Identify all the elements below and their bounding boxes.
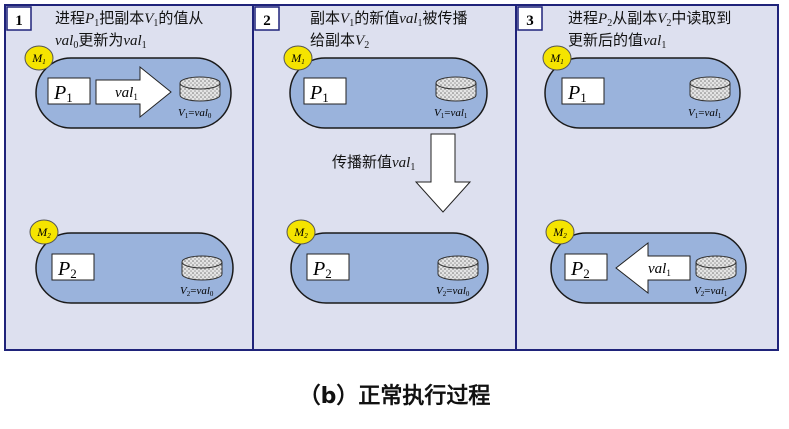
machine-label: M2 (36, 225, 51, 240)
machine-m2: M2 P2 V2=val0 (29, 219, 234, 304)
write-arrow (95, 65, 172, 119)
replica-value-label: V2=val0 (436, 285, 470, 298)
panel-description-line-1: 副本V1的新值val1被传播 (310, 9, 468, 29)
process-box (306, 253, 350, 281)
machine-label-badge (542, 45, 572, 71)
panel-number: 3 (526, 13, 534, 29)
process-box (564, 253, 608, 281)
machine-label: M1 (290, 51, 305, 66)
panel-number-box (6, 6, 32, 31)
read-arrow (615, 241, 691, 295)
machine-label-badge (286, 219, 316, 245)
machine-body (289, 57, 488, 129)
database-disk-icon (179, 76, 221, 102)
panel-1: 1 进程P1把副本V1的值从 val0更新为val1 M1 P1 val1 V1… (6, 6, 234, 304)
propagate-arrow (414, 133, 472, 213)
panel-description-line-2: 给副本V2 (310, 31, 369, 51)
machine-m2: M2 P2 val1 V2=val1 (545, 219, 747, 304)
panel-2: 2 副本V1的新值val1被传播 给副本V2 M1 P1 V1=val1 传播新… (254, 6, 489, 304)
replica-value-label: V1=val1 (688, 107, 722, 120)
database-disk-icon (689, 76, 731, 102)
panel-number-box (254, 6, 280, 31)
process-box (303, 77, 347, 105)
panel-number: 2 (263, 13, 271, 29)
replica-value-label: V2=val1 (694, 285, 728, 298)
machine-m1: M1 P1 val1 V1=val0 (24, 45, 232, 129)
database-disk-icon (695, 255, 737, 281)
machine-label: M1 (31, 51, 46, 66)
machine-m1: M1 P1 V1=val1 (283, 45, 488, 129)
machine-label-badge (283, 45, 313, 71)
panel-description-line-2: val0更新为val1 (55, 31, 147, 51)
propagate-arrow-label: 传播新值val1 (332, 153, 415, 173)
process-label: P2 (57, 258, 77, 281)
machine-body (35, 232, 234, 304)
panel-description-line-1: 进程P1把副本V1的值从 (55, 9, 203, 29)
process-box (51, 253, 95, 281)
panel-3: 3 进程P2从副本V2中读取到 更新后的值val1 M1 P1 V1=val1 … (517, 6, 747, 304)
database-disk-icon (437, 255, 479, 281)
machine-body (290, 232, 489, 304)
machine-label-badge (29, 219, 59, 245)
process-label: P2 (312, 258, 332, 281)
machine-label-badge (545, 219, 575, 245)
write-arrow-label: val1 (115, 85, 138, 102)
process-label: P1 (53, 82, 73, 105)
process-label: P1 (309, 82, 329, 105)
panel-description-line-2: 更新后的值val1 (568, 31, 666, 51)
machine-label: M2 (552, 225, 567, 240)
process-label: P2 (570, 258, 590, 281)
replica-value-label: V1=val0 (178, 107, 212, 120)
machine-label: M1 (549, 51, 564, 66)
replica-value-label: V1=val1 (434, 107, 468, 120)
database-disk-icon (181, 255, 223, 281)
panel-number-box (517, 6, 543, 31)
process-label: P1 (567, 82, 587, 105)
panel-number: 1 (15, 13, 23, 29)
machine-m2: M2 P2 V2=val0 (286, 219, 489, 304)
process-box (47, 77, 91, 105)
process-box (561, 77, 605, 105)
read-arrow-label: val1 (648, 261, 671, 278)
figure-caption: （b）正常执行过程 (298, 384, 491, 409)
machine-body (544, 57, 741, 129)
replica-value-label: V2=val0 (180, 285, 214, 298)
machine-label: M2 (293, 225, 308, 240)
machine-label-badge (24, 45, 54, 71)
panel-description-line-1: 进程P2从副本V2中读取到 (568, 9, 731, 29)
database-disk-icon (435, 76, 477, 102)
machine-m1: M1 P1 V1=val1 (542, 45, 741, 129)
